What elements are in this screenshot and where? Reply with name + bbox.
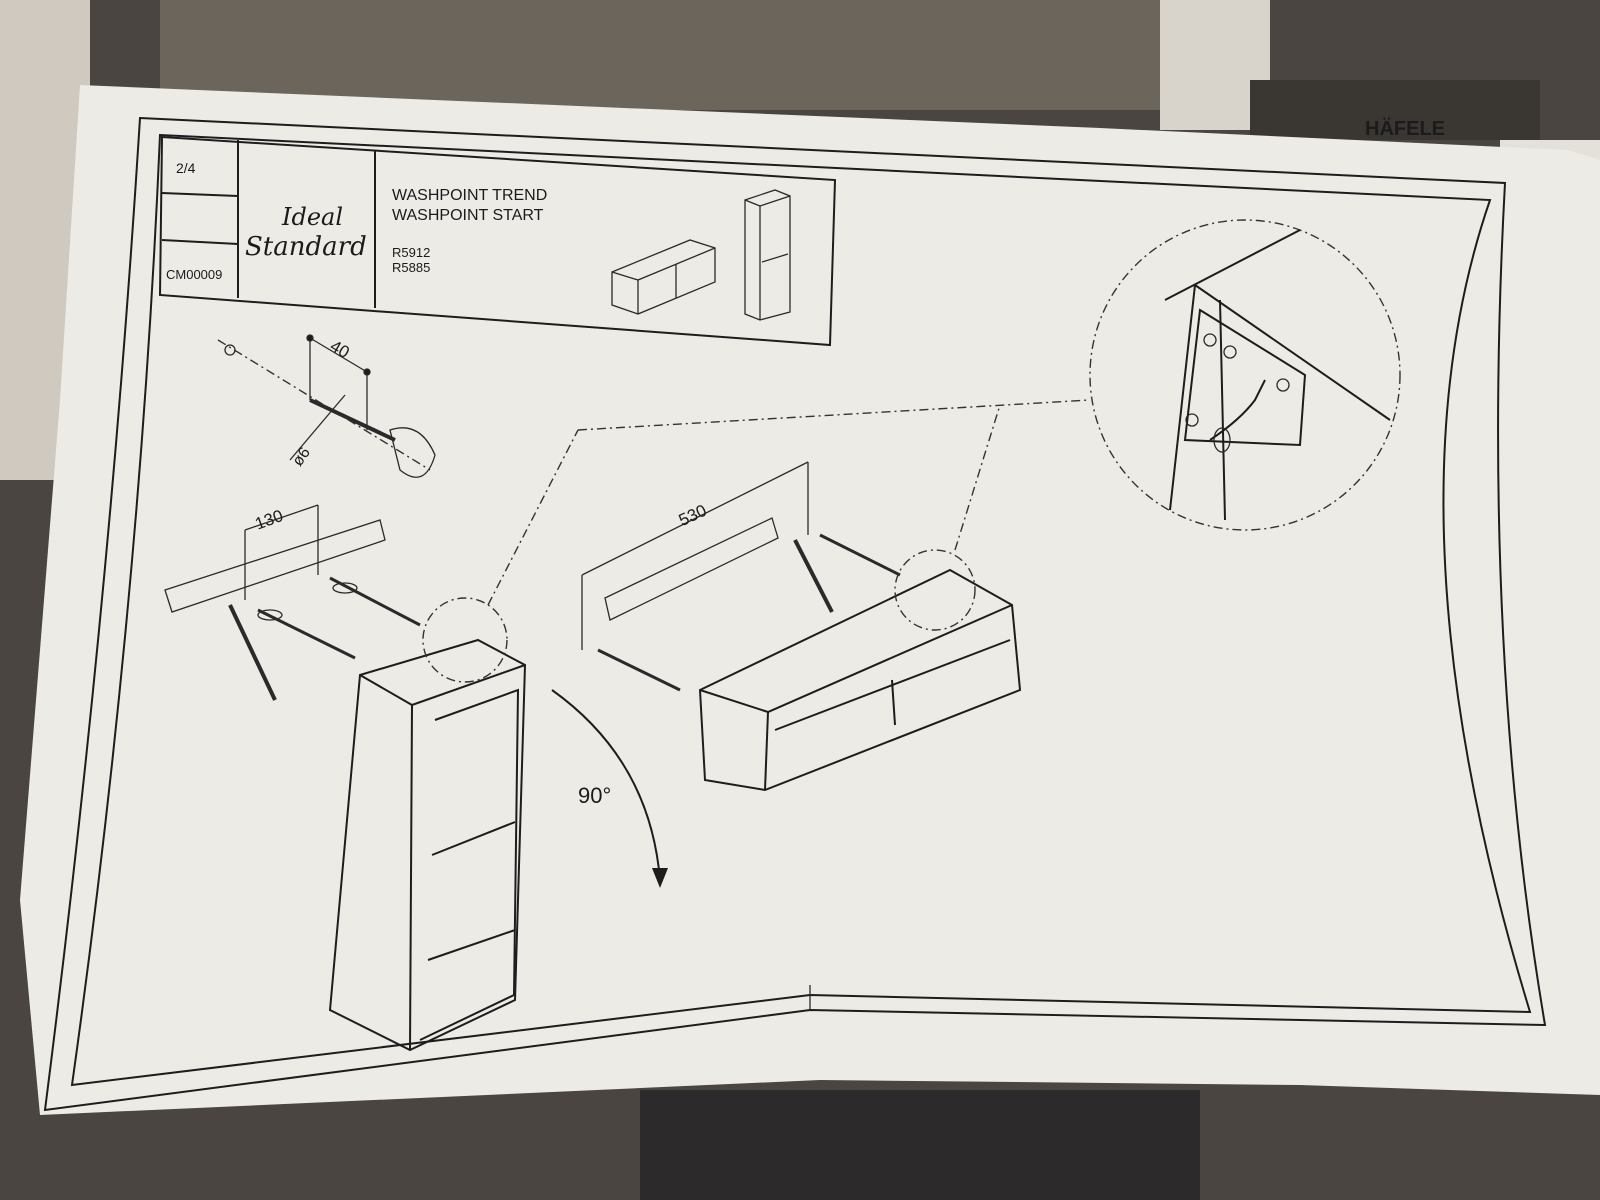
right-spirit-level [581,461,834,650]
arrow-head-icon [652,868,668,888]
product-code-1: R5912 [392,245,430,260]
left-wall-anchors [257,576,421,660]
product-line-2: WASHPOINT START [392,207,544,224]
horizontal-cabinet [698,549,1022,792]
plastic-bag [640,1090,1200,1200]
inner-border [70,133,1532,1087]
product-code-2: R5885 [392,260,430,275]
box-label: HÄFELE [1365,117,1445,140]
vertical-cabinet-thumbnail [744,189,791,321]
box [1250,80,1540,140]
brand-logo-line1: Ideal [281,203,343,231]
vertical-cabinet [328,597,527,1052]
rotation-label: 90° [578,783,611,808]
title-block: 2/4 CM00009 Ideal Standard WASHPOINT TRE… [158,135,837,347]
drill-detail [217,334,436,478]
shelf-back [160,0,1270,110]
page-number: 2/4 [176,160,196,176]
rotation-arrow [551,689,661,881]
product-line-1: WASHPOINT TREND [392,187,547,204]
document-code: CM00009 [166,267,222,282]
bracket-detail-magnified [487,219,1401,606]
outer-border [43,116,1547,1112]
brand-logo-line2: Standard [245,232,367,262]
horizontal-cabinet-thumbnail [611,239,716,315]
left-spirit-level [164,504,386,701]
right-wall-anchors [597,533,901,692]
